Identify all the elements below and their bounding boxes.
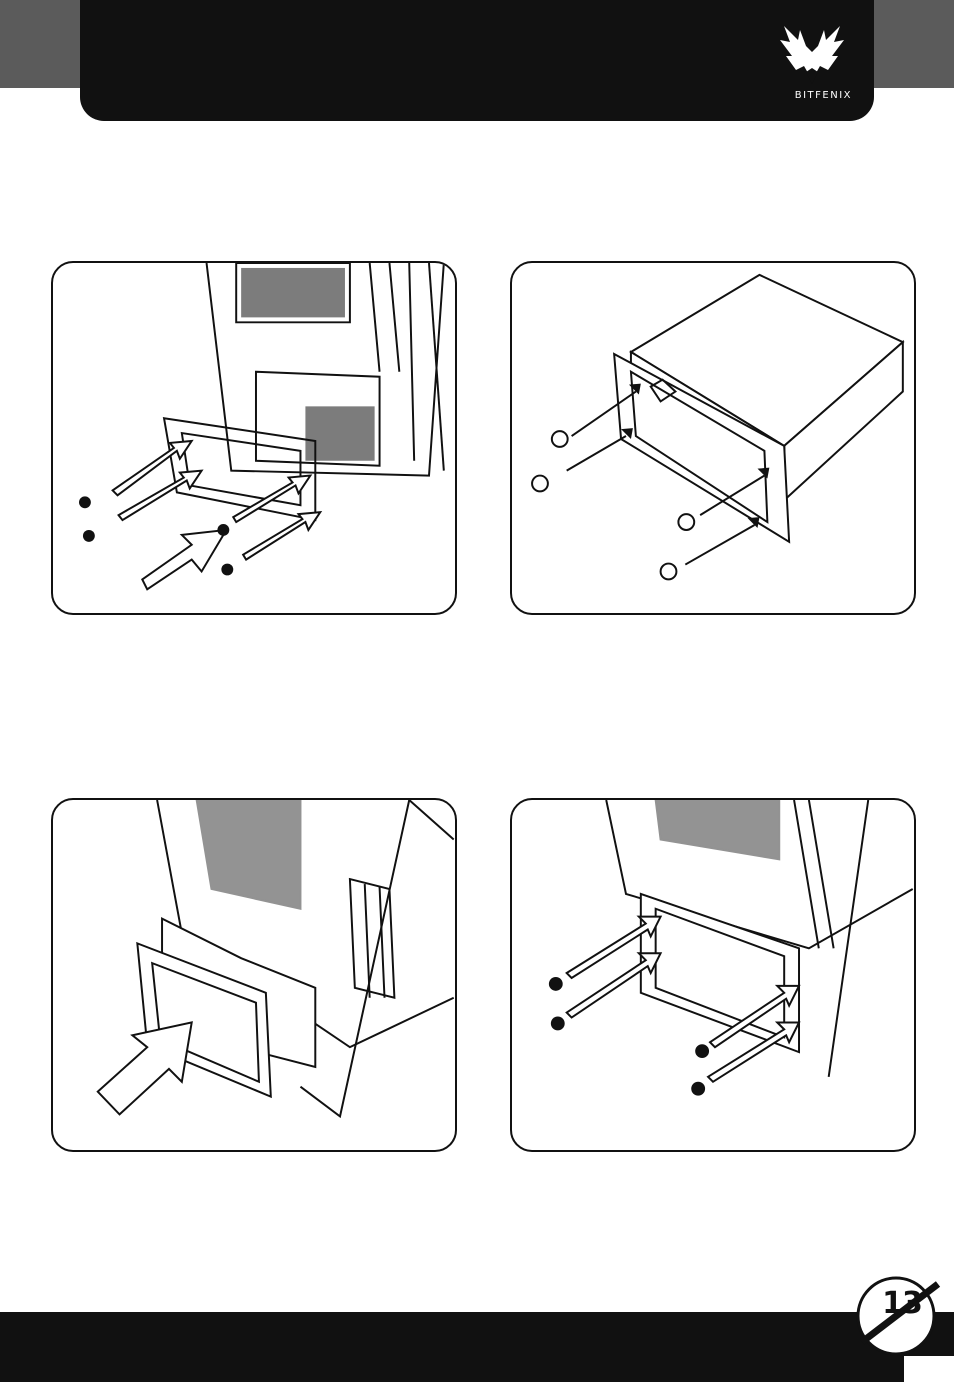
header-corner-left — [0, 0, 80, 88]
page-number: 13 — [872, 1286, 932, 1321]
figure-attach-bracket — [510, 261, 916, 615]
attach-bracket-to-psu-illustration — [512, 263, 914, 613]
figure-secure-psu — [510, 798, 916, 1152]
brand-wordmark: BITFENIX — [795, 90, 852, 101]
figure-remove-bracket — [51, 261, 457, 615]
page-footer — [0, 1312, 904, 1382]
page-header: BITFENIX — [80, 0, 874, 121]
remove-psu-bracket-illustration — [53, 263, 455, 613]
header-corner-right — [874, 0, 954, 88]
insert-psu-into-case-illustration — [53, 800, 455, 1150]
figure-insert-psu — [51, 798, 457, 1152]
secure-psu-thumbscrews-illustration — [512, 800, 914, 1150]
